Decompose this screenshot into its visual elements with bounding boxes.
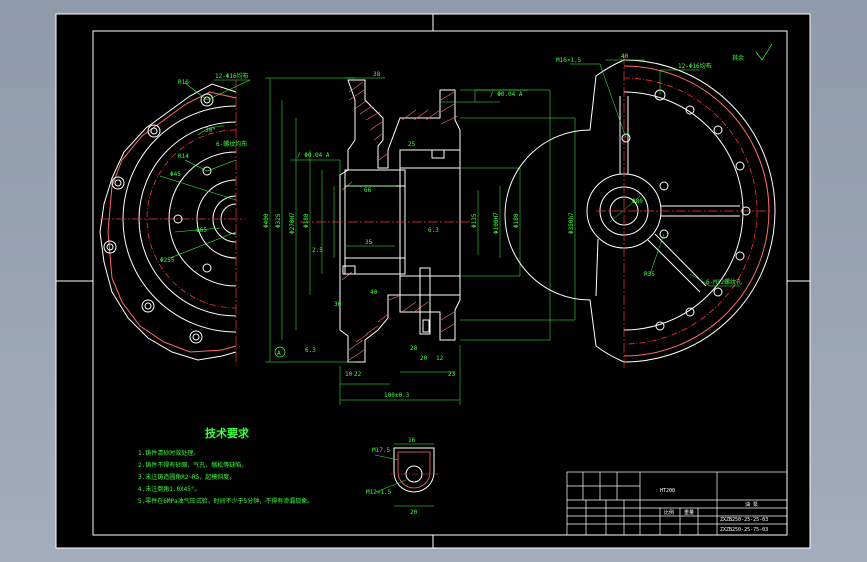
title-code-1: ZXZB250-25-25-03	[720, 517, 768, 523]
label-dia-100h7: Φ100H7	[493, 212, 500, 234]
datum-a	[274, 346, 286, 358]
detail-view: M17.5 16 M12×1.5 20	[366, 437, 438, 516]
right-leaders	[570, 59, 740, 287]
label-d40: 40	[370, 289, 378, 296]
label-phi65: Φ65	[196, 227, 207, 234]
label-r14: R14	[178, 153, 189, 160]
title-part-name: 油 泵	[745, 501, 758, 508]
label-tol-flat: / Φ0.04 A	[490, 91, 523, 98]
label-dia-350h7: Φ350h7	[568, 212, 575, 234]
right-outline	[623, 59, 776, 363]
tech-requirements: 技术要求 1.铸件清砂时效处理。 2.铸件不得有砂眼、气孔、缩松等缺陷。 3.未…	[138, 426, 313, 505]
tech-item-5: 5.零件在6MPa油气压试验，时间不少于5分钟，不得有渗漏现象。	[138, 497, 313, 505]
label-dia-180b: Φ180	[513, 213, 520, 228]
label-holes-6: 6-螺纹均布	[216, 140, 247, 148]
label-dia-400: Φ400	[263, 213, 270, 228]
label-d12: 12	[436, 355, 444, 362]
label-ra-6-3b: 6.3	[305, 347, 316, 354]
label-r16: R16	[178, 79, 189, 86]
label-r35: R35	[644, 271, 655, 278]
left-flange-hatch-edge	[107, 91, 237, 353]
label-m16: M16×1.5	[556, 57, 582, 64]
right-bolt-circle	[623, 77, 758, 345]
right-flange-view: M16×1.5 40 12-Φ16均布 Φ80 R35 6-M12螺纹孔 其余	[504, 43, 776, 368]
label-holes-r: 12-Φ16均布	[678, 62, 712, 70]
label-d66: 66	[364, 187, 372, 194]
centering-marks	[56, 14, 810, 548]
label-d20: 20	[420, 355, 428, 362]
label-d16: 16	[408, 437, 416, 444]
label-d35: 35	[365, 239, 373, 246]
section-dimensions	[265, 77, 576, 405]
label-phi45: Φ45	[170, 171, 181, 178]
label-d28: 28	[410, 345, 418, 352]
tech-item-4: 4.未注倒角1.0X45°。	[138, 485, 201, 493]
label-dia-325: Φ325	[275, 213, 282, 228]
roughness-symbol	[755, 43, 773, 61]
left-circle-bolt	[146, 129, 237, 309]
label-m12: M12×1.5	[366, 489, 392, 496]
left-flange-outline	[99, 83, 237, 361]
label-rest: 其余	[732, 54, 744, 62]
detail-hatch	[397, 451, 431, 489]
detail-outline	[393, 447, 435, 493]
right-bolt-holes	[621, 89, 751, 331]
label-d22: 22	[354, 371, 362, 378]
title-weight-label: 重量	[684, 509, 694, 516]
label-tol-small: / Φ0.04 A	[297, 152, 330, 159]
right-ribs	[595, 96, 740, 297]
tech-item-2: 2.铸件不得有砂眼、气孔、缩松等缺陷。	[138, 461, 247, 469]
label-d23: 23	[448, 371, 456, 378]
title-block	[566, 471, 788, 536]
label-d30: 30	[334, 301, 342, 308]
label-angle-30: 30°	[205, 127, 216, 134]
section-outline	[339, 79, 461, 363]
label-d10: 10	[345, 371, 353, 378]
section-hatching	[341, 81, 459, 361]
label-d100: 100±0.3	[384, 392, 410, 399]
detail-dims	[374, 443, 434, 507]
label-d2-5: 2.5	[312, 247, 323, 254]
label-phi255: Φ255	[160, 257, 175, 264]
title-code-2: ZXZB250-25-75-03	[720, 527, 768, 533]
tech-title: 技术要求	[205, 426, 250, 440]
label-d40: 40	[621, 53, 629, 60]
label-dia-180: Φ180	[303, 213, 310, 228]
label-d20b: 20	[410, 509, 418, 516]
left-bolt-holes	[103, 93, 214, 344]
label-m17: M17.5	[372, 447, 390, 454]
left-flange-view: R16 12-Φ16均布 30° R14 6-螺纹均布 Φ45 Φ65 Φ255	[99, 72, 251, 365]
section-view: A 38 / Φ0.04 A / Φ0.04 A 25 66 35 Φ400 Φ…	[263, 71, 576, 405]
label-dia-270h7: Φ270H7	[289, 212, 296, 234]
drawing-frame	[92, 30, 788, 536]
label-holes-12: 12-Φ16均布	[215, 72, 249, 80]
right-left-part	[504, 59, 625, 363]
tech-item-3: 3.未注铸造圆角R2~R5，起模斜度。	[138, 473, 235, 481]
label-d38: 38	[373, 71, 381, 78]
left-leaders	[159, 79, 251, 259]
label-ra-6-3: 6.3	[428, 227, 439, 234]
label-holes-m: 6-M12螺纹孔	[706, 278, 742, 286]
drawing-sheet	[55, 13, 811, 549]
tech-item-1: 1.铸件清砂时效处理。	[138, 449, 199, 457]
label-phi80: Φ80	[632, 198, 643, 205]
label-d25: 25	[408, 141, 416, 148]
label-dia-135: Φ135	[471, 213, 478, 228]
title-material: HT200	[660, 488, 675, 494]
label-datum-a: A	[277, 350, 281, 357]
title-scale-label: 比例	[664, 509, 674, 516]
